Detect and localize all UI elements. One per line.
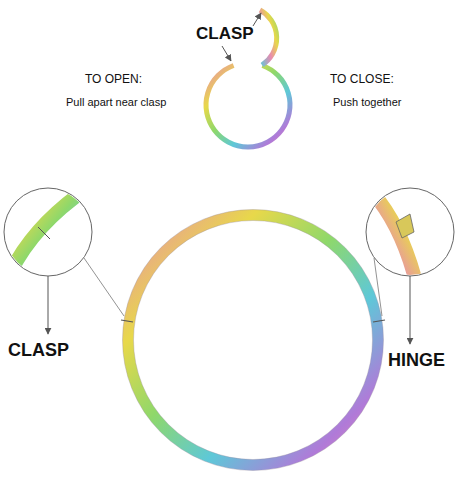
- instruction-heading: TO CLOSE:: [330, 72, 394, 86]
- clasp-magnifier: [0, 180, 100, 300]
- hinge-label: HINGE: [388, 350, 445, 372]
- clasp-label: CLASP: [8, 340, 69, 362]
- instruction-heading: TO OPEN:: [85, 72, 142, 86]
- zoom-lines: [84, 258, 382, 316]
- hinge-magnifier: [360, 180, 454, 290]
- leader-arrows: [48, 276, 410, 344]
- closed-ring: [121, 210, 385, 471]
- instruction-text: Pull apart near clasp: [66, 96, 166, 109]
- instruction-text: Push together: [333, 96, 402, 109]
- clasp-label: CLASP: [196, 24, 254, 44]
